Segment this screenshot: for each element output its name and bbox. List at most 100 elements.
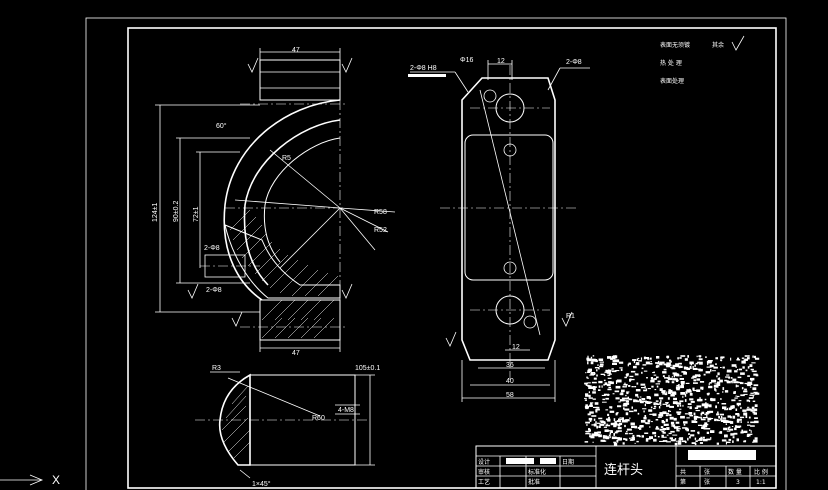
noise-pixel bbox=[645, 361, 650, 365]
note-remaining: 其余 bbox=[712, 41, 724, 49]
noise-pixel bbox=[736, 402, 741, 406]
noise-pixel bbox=[597, 431, 601, 434]
noise-pixel bbox=[589, 411, 594, 414]
noise-pixel bbox=[747, 384, 751, 387]
noise-pixel bbox=[611, 368, 614, 370]
noise-pixel bbox=[662, 411, 667, 415]
noise-pixel bbox=[623, 402, 627, 406]
noise-pixel bbox=[751, 362, 756, 364]
noise-pixel bbox=[706, 366, 712, 368]
noise-pixel bbox=[700, 418, 706, 421]
noise-pixel bbox=[598, 380, 603, 384]
dim-r52: R52 bbox=[374, 227, 387, 234]
noise-pixel bbox=[677, 413, 681, 415]
noise-pixel bbox=[749, 394, 755, 396]
noise-pixel bbox=[699, 361, 703, 365]
noise-pixel bbox=[625, 432, 628, 435]
noise-pixel bbox=[697, 431, 699, 434]
noise-pixel bbox=[617, 405, 622, 408]
noise-pixel bbox=[629, 375, 634, 378]
noise-pixel bbox=[654, 393, 659, 397]
noise-pixel bbox=[710, 369, 712, 372]
noise-pixel bbox=[626, 400, 629, 403]
noise-pixel bbox=[754, 404, 758, 407]
noise-pixel bbox=[745, 369, 748, 372]
noise-pixel bbox=[684, 393, 687, 397]
noise-pixel bbox=[722, 391, 724, 393]
noise-pixel bbox=[690, 434, 695, 437]
noise-pixel bbox=[590, 356, 593, 359]
noise-pixel bbox=[694, 437, 697, 440]
noise-pixel bbox=[690, 363, 692, 366]
noise-pixel bbox=[696, 416, 701, 419]
noise-pixel bbox=[602, 398, 606, 401]
tb-scale-value: 1:1 bbox=[756, 479, 766, 486]
noise-pixel bbox=[699, 381, 705, 383]
noise-pixel bbox=[687, 355, 689, 358]
noise-pixel bbox=[635, 389, 641, 392]
noise-pixel bbox=[718, 432, 720, 434]
noise-pixel bbox=[755, 357, 760, 360]
noise-pixel bbox=[701, 388, 704, 390]
noise-pixel bbox=[678, 440, 682, 443]
noise-pixel bbox=[666, 355, 670, 358]
noise-pixel bbox=[642, 400, 647, 403]
noise-pixel bbox=[719, 431, 723, 434]
noise-pixel bbox=[670, 394, 675, 397]
noise-pixel bbox=[676, 411, 682, 414]
noise-pixel bbox=[670, 366, 675, 369]
noise-pixel bbox=[753, 408, 758, 412]
noise-pixel bbox=[598, 425, 601, 428]
noise-pixel bbox=[666, 412, 670, 415]
tb-label-standard: 标准化 bbox=[528, 468, 546, 476]
noise-pixel bbox=[716, 442, 719, 445]
noise-pixel bbox=[613, 433, 615, 436]
noise-pixel bbox=[663, 436, 667, 438]
noise-pixel bbox=[691, 442, 696, 444]
noise-pixel bbox=[633, 399, 636, 403]
noise-pixel bbox=[735, 384, 738, 388]
noise-pixel bbox=[609, 381, 614, 385]
noise-pixel bbox=[750, 382, 753, 385]
noise-pixel bbox=[631, 425, 636, 428]
noise-pixel bbox=[593, 372, 596, 375]
noise-pixel bbox=[592, 398, 596, 400]
noise-pixel bbox=[746, 383, 749, 386]
noise-pixel bbox=[652, 431, 657, 435]
noise-pixel bbox=[605, 369, 611, 373]
noise-pixel bbox=[656, 385, 659, 388]
noise-pixel bbox=[614, 359, 620, 363]
noise-pixel bbox=[655, 427, 660, 430]
noise-pixel bbox=[680, 415, 685, 419]
noise-pixel bbox=[680, 381, 685, 384]
dim-side-12-bottom: 12 bbox=[512, 344, 520, 351]
noise-pixel bbox=[662, 403, 668, 405]
noise-pixel bbox=[725, 441, 727, 445]
noise-pixel bbox=[662, 393, 667, 395]
noise-pixel bbox=[663, 368, 667, 371]
noise-pixel bbox=[614, 431, 618, 434]
noise-pixel bbox=[737, 376, 742, 379]
noise-pixel bbox=[629, 378, 635, 381]
noise-pixel bbox=[704, 405, 708, 409]
noise-pixel bbox=[654, 434, 657, 437]
noise-pixel bbox=[667, 377, 673, 381]
noise-pixel bbox=[708, 383, 710, 386]
noise-pixel bbox=[621, 389, 625, 393]
noise-pixel bbox=[650, 357, 652, 360]
noise-pixel bbox=[730, 357, 732, 361]
noise-pixel bbox=[671, 422, 674, 424]
noise-pixel bbox=[646, 377, 648, 379]
noise-pixel bbox=[706, 404, 708, 408]
noise-pixel bbox=[716, 419, 721, 422]
noise-pixel bbox=[746, 399, 750, 402]
noise-pixel bbox=[684, 413, 688, 415]
noise-pixel bbox=[605, 424, 611, 427]
noise-pixel bbox=[669, 405, 674, 408]
noise-pixel bbox=[735, 408, 738, 411]
noise-pixel bbox=[720, 356, 725, 359]
noise-pixel bbox=[682, 395, 684, 398]
noise-pixel bbox=[600, 421, 606, 424]
noise-pixel bbox=[655, 402, 658, 404]
